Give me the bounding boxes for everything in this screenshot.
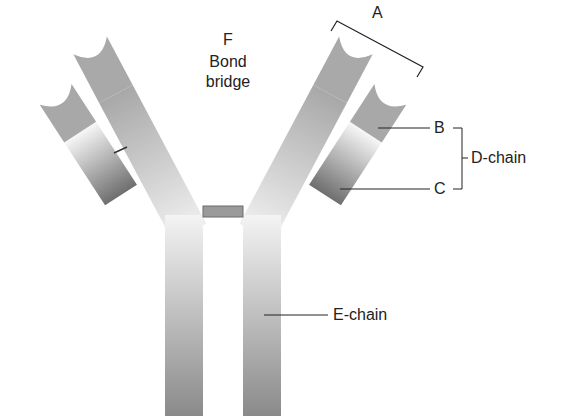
part-label: C [434, 179, 446, 199]
chain-label: D-chain [471, 148, 526, 168]
bond-bridge [203, 206, 243, 217]
part-label: F [223, 30, 233, 50]
part-label: Bond bridge [197, 52, 259, 92]
part-label: B [434, 118, 445, 138]
bracket [453, 128, 468, 189]
leader-line [340, 189, 430, 190]
region-label: A [372, 3, 383, 23]
heavy-chain-stem [165, 215, 203, 416]
light-chain [309, 84, 406, 205]
bracket [331, 21, 423, 77]
leader-line [264, 315, 328, 316]
leader-line [378, 128, 430, 129]
light-chain [40, 84, 137, 205]
chain-label: E-chain [333, 305, 387, 325]
disulfide-bond [114, 147, 127, 153]
